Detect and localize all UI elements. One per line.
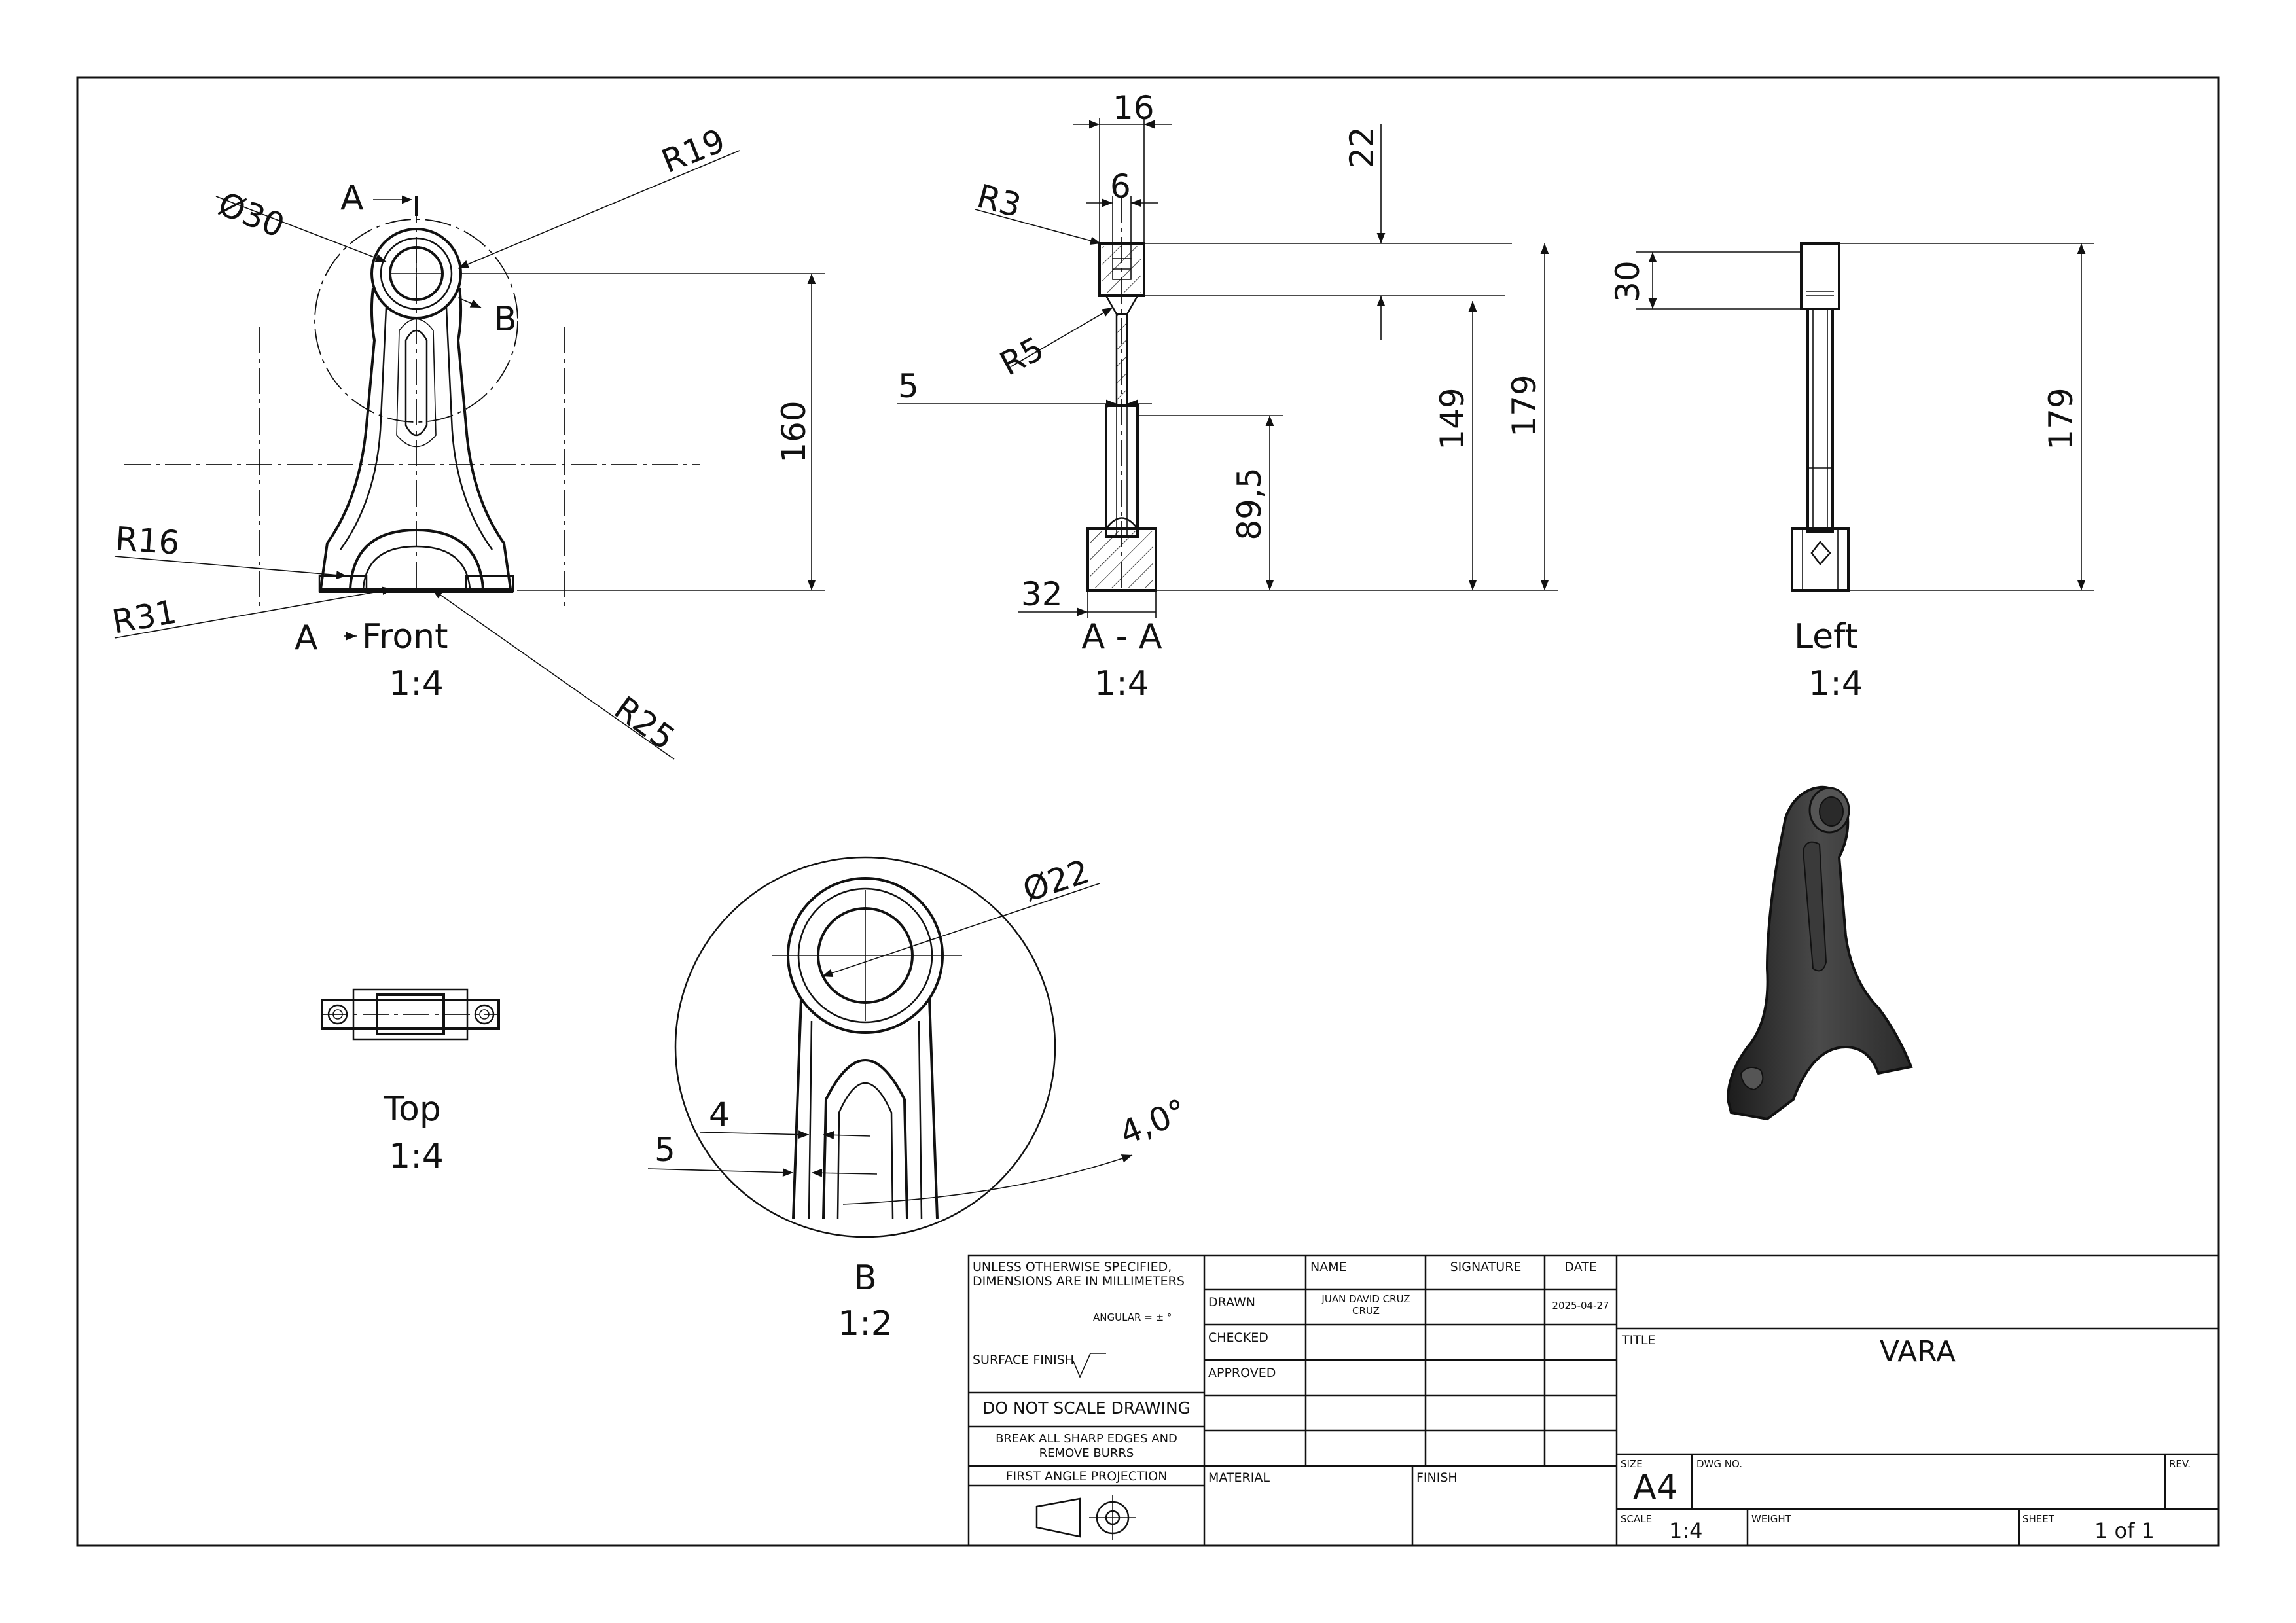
dim-4: 4 <box>709 1096 730 1133</box>
tb-break-edges-1: BREAK ALL SHARP EDGES AND <box>996 1432 1177 1446</box>
title-block: UNLESS OTHERWISE SPECIFIED, DIMENSIONS A… <box>967 1254 2220 1547</box>
dim-30: 30 <box>1609 260 1647 302</box>
tb-row-approved: APPROVED <box>1208 1366 1276 1380</box>
section-marker-a-bottom: A <box>295 618 318 658</box>
top-view-scale: 1:4 <box>389 1137 444 1176</box>
section-marker-a-top: A <box>340 179 364 218</box>
tb-angular: ANGULAR = ± ° <box>1093 1311 1172 1323</box>
dim-179-section: 179 <box>1505 374 1543 437</box>
dim-5-section: 5 <box>898 367 919 405</box>
dim-160: 160 <box>775 401 813 463</box>
tb-finish-label: FINISH <box>1416 1471 1458 1485</box>
tb-row-checked: CHECKED <box>1208 1330 1268 1345</box>
dim-5-detail: 5 <box>655 1131 675 1169</box>
tb-material-label: MATERIAL <box>1208 1471 1270 1485</box>
tb-drawn-name-1: JUAN DAVID CRUZ <box>1321 1293 1410 1305</box>
front-view-name: Front <box>362 617 448 656</box>
tb-title-label: TITLE <box>1621 1333 1655 1347</box>
dim-32: 32 <box>1021 575 1063 613</box>
tb-size-value: A4 <box>1633 1468 1678 1507</box>
section-view-name: A - A <box>1082 617 1162 656</box>
left-view: 30 179 Left 1:4 <box>1609 242 2094 704</box>
dim-6: 6 <box>1110 168 1131 205</box>
section-view-scale: 1:4 <box>1094 664 1149 704</box>
tb-unless-1: UNLESS OTHERWISE SPECIFIED, <box>973 1260 1172 1274</box>
tb-break-edges-2: REMOVE BURRS <box>1039 1446 1134 1460</box>
tb-drawn-date: 2025-04-27 <box>1552 1300 1609 1311</box>
tb-rev-label: REV. <box>2169 1458 2191 1470</box>
dim-dia22: Ø22 <box>1018 852 1094 909</box>
tb-title-value: VARA <box>1880 1335 1956 1368</box>
tb-dwg-label: DWG NO. <box>1696 1458 1742 1470</box>
tb-col-date: DATE <box>1564 1260 1596 1274</box>
isometric-view <box>1726 785 1913 1121</box>
dim-r19: R19 <box>656 121 730 181</box>
tb-col-name: NAME <box>1310 1260 1347 1274</box>
dim-r16: R16 <box>114 520 181 562</box>
top-view-name: Top <box>383 1090 441 1129</box>
dim-16: 16 <box>1113 89 1155 127</box>
dim-dia30: Ø30 <box>213 185 290 245</box>
tb-do-not-scale: DO NOT SCALE DRAWING <box>982 1399 1191 1418</box>
tb-drawn-name-2: CRUZ <box>1352 1305 1380 1317</box>
left-view-scale: 1:4 <box>1808 664 1863 704</box>
dim-149: 149 <box>1433 387 1471 450</box>
dim-r31: R31 <box>109 593 179 641</box>
tb-sheet-label: SHEET <box>2022 1513 2055 1525</box>
tb-col-signature: SIGNATURE <box>1450 1260 1522 1274</box>
dim-r25: R25 <box>607 689 682 758</box>
sheet-border <box>76 76 2220 1547</box>
top-view: Top 1:4 <box>321 988 500 1176</box>
section-view: 16 6 22 149 179 89,5 R3 R5 5 <box>897 89 1558 704</box>
dim-89-5: 89,5 <box>1230 467 1268 540</box>
tb-surface-finish: SURFACE FINISH <box>973 1353 1074 1367</box>
detail-view-scale: 1:2 <box>838 1304 893 1344</box>
dim-179-left: 179 <box>2042 387 2080 450</box>
first-angle-projection-icon <box>1035 1495 1136 1540</box>
dim-r3: R3 <box>973 177 1025 225</box>
detail-marker-b: B <box>493 300 517 339</box>
tb-size-label: SIZE <box>1621 1458 1643 1470</box>
tb-weight-label: WEIGHT <box>1751 1513 1792 1525</box>
tb-sheet-value: 1 of 1 <box>2094 1518 2155 1543</box>
detail-view-name: B <box>853 1258 877 1298</box>
tb-scale-value: 1:4 <box>1669 1518 1703 1543</box>
tb-scale-label: SCALE <box>1621 1513 1652 1525</box>
tb-row-drawn: DRAWN <box>1208 1295 1255 1310</box>
front-view: 160 Ø30 R19 A A B R16 R31 R25 Front 1:4 <box>109 121 825 760</box>
front-view-scale: 1:4 <box>389 664 444 704</box>
left-view-name: Left <box>1794 617 1858 656</box>
surface-finish-icon <box>1073 1353 1106 1379</box>
tb-unless-2: DIMENSIONS ARE IN MILLIMETERS <box>973 1274 1185 1289</box>
tb-projection: FIRST ANGLE PROJECTION <box>1006 1469 1168 1484</box>
dim-22: 22 <box>1343 126 1381 168</box>
dim-angle-4: 4,0° <box>1115 1092 1193 1152</box>
dim-r5: R5 <box>994 329 1050 383</box>
